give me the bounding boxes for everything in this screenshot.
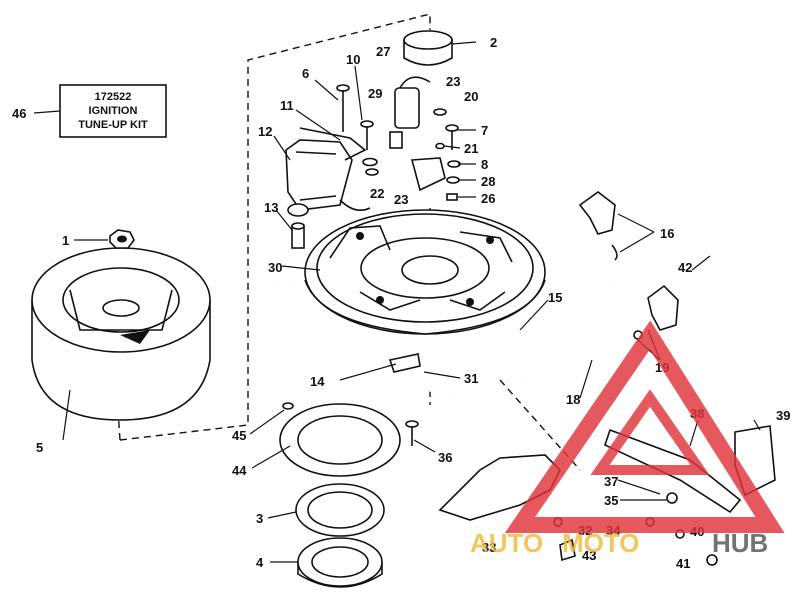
callout-26: 26 <box>481 191 495 206</box>
washer-a <box>362 157 378 167</box>
callout-20: 20 <box>464 89 478 104</box>
assembly-outline <box>117 13 581 471</box>
callout-46: 46 <box>12 106 26 121</box>
callout-30: 30 <box>268 260 282 275</box>
spark-boot-16 <box>578 191 618 261</box>
gasket-44 <box>279 403 401 477</box>
clip-14 <box>388 353 421 373</box>
kit-box: 172522 IGNITION TUNE-UP KIT <box>59 84 167 138</box>
callout-10: 10 <box>346 52 360 67</box>
callout-28: 28 <box>481 174 495 189</box>
callout-3: 3 <box>256 511 263 526</box>
watermark-text-auto: AUTO <box>470 528 543 558</box>
callout-16: 16 <box>660 226 674 241</box>
washer-b <box>365 168 379 176</box>
bearing-4 <box>297 537 383 588</box>
callout-29: 29 <box>368 86 382 101</box>
watermark: AUTO MOTO HUB <box>470 320 785 558</box>
cap <box>403 30 453 66</box>
callout-23-bottom: 23 <box>394 192 408 207</box>
callout-14: 14 <box>310 374 325 389</box>
callout-7: 7 <box>481 123 488 138</box>
callout-5: 5 <box>36 440 43 455</box>
flywheel <box>31 247 211 421</box>
callout-39: 39 <box>776 408 790 423</box>
screw-36 <box>405 420 419 446</box>
callout-12: 12 <box>258 124 272 139</box>
callout-2: 2 <box>490 35 497 50</box>
callout-27: 27 <box>376 44 390 59</box>
callout-8: 8 <box>481 157 488 172</box>
callout-4: 4 <box>256 555 264 570</box>
callout-22: 22 <box>370 186 384 201</box>
callout-6: 6 <box>302 66 309 81</box>
callout-23-top: 23 <box>446 74 460 89</box>
callout-31: 31 <box>464 371 478 386</box>
leader-lines <box>33 41 761 563</box>
point-set <box>410 157 446 192</box>
callout-1: 1 <box>62 233 69 248</box>
stator-plate <box>304 209 546 335</box>
callout-33: 33 <box>482 540 496 555</box>
callout-37: 37 <box>604 474 618 489</box>
screw-45 <box>282 402 294 410</box>
condenser <box>394 76 431 129</box>
flywheel-nut <box>109 229 135 249</box>
callout-15: 15 <box>548 290 562 305</box>
kit-number: 172522 <box>95 91 132 103</box>
callout-44: 44 <box>232 463 247 478</box>
callout-41: 41 <box>676 556 690 571</box>
washer-35 <box>666 492 678 504</box>
coil-bracket <box>299 127 367 161</box>
watermark-text-hub: HUB <box>712 528 768 558</box>
callout-43: 43 <box>582 548 596 563</box>
callout-numbers: 46 1 2 3 4 5 6 7 8 10 11 12 13 14 15 16 … <box>12 35 790 571</box>
watermark-text-moto: MOTO <box>562 528 640 558</box>
kit-title: IGNITION <box>89 105 138 117</box>
kit-subtitle: TUNE-UP KIT <box>78 119 148 131</box>
bolt-43 <box>559 538 576 562</box>
terminal-13 <box>291 222 305 249</box>
callout-21: 21 <box>464 141 478 156</box>
callout-11: 11 <box>280 98 294 113</box>
ignition-coil <box>285 139 371 217</box>
callout-13: 13 <box>264 200 278 215</box>
spark-boot-19 <box>633 284 679 340</box>
screw-41 <box>706 554 718 566</box>
callout-35: 35 <box>604 493 618 508</box>
callout-45: 45 <box>232 428 246 443</box>
callout-42: 42 <box>678 260 692 275</box>
washer-28 <box>446 176 460 184</box>
screw-10 <box>360 120 374 150</box>
callout-36: 36 <box>438 450 452 465</box>
callout-18: 18 <box>566 392 580 407</box>
washer-21 <box>435 142 445 150</box>
pin-26 <box>446 193 458 201</box>
part-29 <box>389 131 403 149</box>
screw-6 <box>336 84 350 132</box>
ring-3 <box>295 483 385 537</box>
spring-20 <box>433 108 447 116</box>
